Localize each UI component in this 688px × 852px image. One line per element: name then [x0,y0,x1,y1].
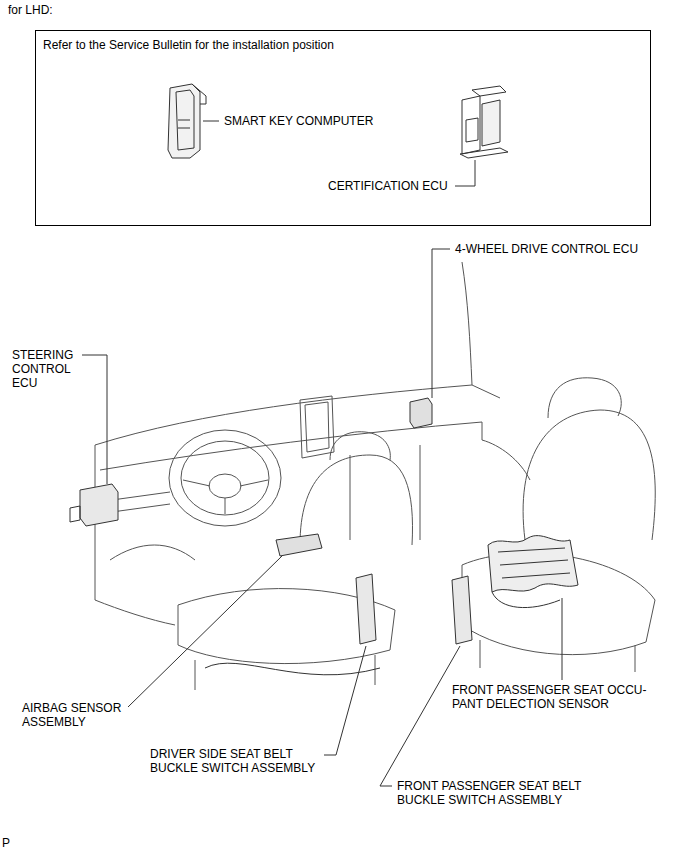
leader-line [128,556,282,707]
certification-ecu-icon [460,86,508,158]
part-name: 4-WHEEL DRIVE CONTROL ECU [455,242,638,256]
part-name: STEERING CONTROL ECU [12,348,78,390]
driver-seat [178,432,413,690]
figure-code: P [2,836,10,850]
front-passenger-seat [462,378,655,672]
driver-buckle-icon [356,574,376,644]
leader-line [562,598,563,680]
part-name: FRONT PASSENGER SEAT BELT BUCKLE SWITCH … [397,779,592,807]
cabin-outline [95,262,530,625]
note-text: Refer to the Service Bulletin for the in… [43,38,643,52]
part-name: FRONT PASSENGER SEAT OCCU- PANT DELECTIO… [452,683,657,711]
leader-line [82,355,107,484]
leader-line [203,121,219,122]
occupant-detection-sensor [488,536,578,608]
steering-control-ecu-icon [70,484,118,526]
passenger-buckle-icon [452,576,472,644]
part-name: CERTIFICATION ECU [328,179,448,193]
part-name: AIRBAG SENSOR ASSEMBLY [22,701,142,729]
leader-line [324,646,366,755]
steering-wheel [112,430,281,526]
part-name: DRIVER SIDE SEAT BELT BUCKLE SWITCH ASSE… [150,747,325,775]
leader-line [380,646,460,786]
leader-line [432,249,450,398]
heading-note: for LHD: [8,3,53,17]
note-box: Refer to the Service Bulletin for the in… [35,30,651,226]
4wd-control-ecu-icon [410,398,432,428]
smart-key-computer-icon [168,84,206,158]
leader-line [455,160,475,186]
part-name: SMART KEY CONMPUTER [224,114,373,128]
airbag-sensor-icon [276,534,322,556]
